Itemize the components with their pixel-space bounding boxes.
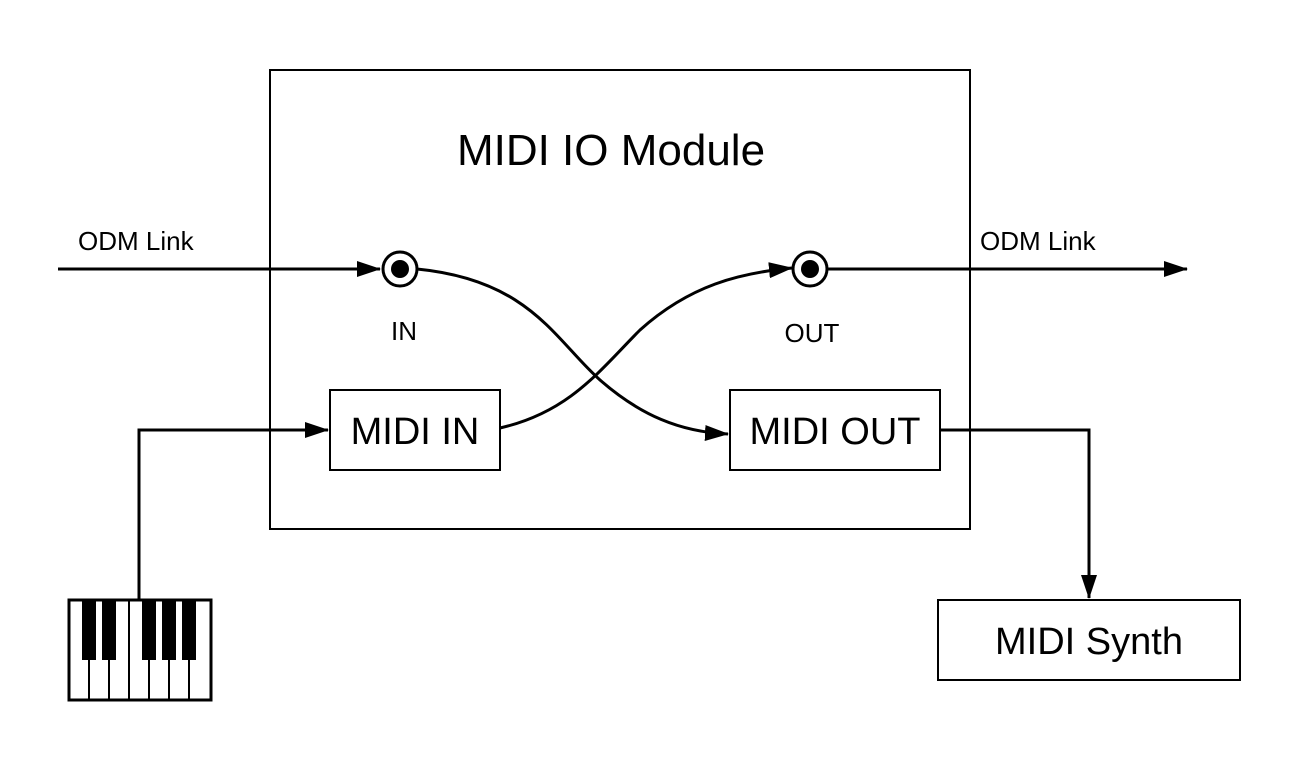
midi-synth-label: MIDI Synth (995, 621, 1183, 663)
in-port-label: IN (391, 316, 417, 346)
in-port-icon (381, 250, 419, 288)
midi-out-to-synth-wire (940, 428, 1097, 599)
piano-keyboard-icon (67, 598, 213, 702)
keyboard-to-midi-in-wire (137, 422, 329, 600)
midi-out-block: MIDI OUT (729, 389, 941, 471)
midi-out-label: MIDI OUT (750, 411, 921, 453)
out-port-icon (791, 250, 829, 288)
midi-synth-block: MIDI Synth (937, 599, 1241, 681)
out-port-label: OUT (785, 318, 840, 348)
module-title: MIDI IO Module (457, 126, 765, 175)
midi-in-to-out-curve (499, 262, 793, 430)
midi-in-block: MIDI IN (329, 389, 501, 471)
midi-in-label: MIDI IN (351, 411, 480, 453)
odm-link-out-label: ODM Link (980, 226, 1097, 256)
odm-link-in-label: ODM Link (78, 226, 195, 256)
module-box (269, 69, 971, 530)
